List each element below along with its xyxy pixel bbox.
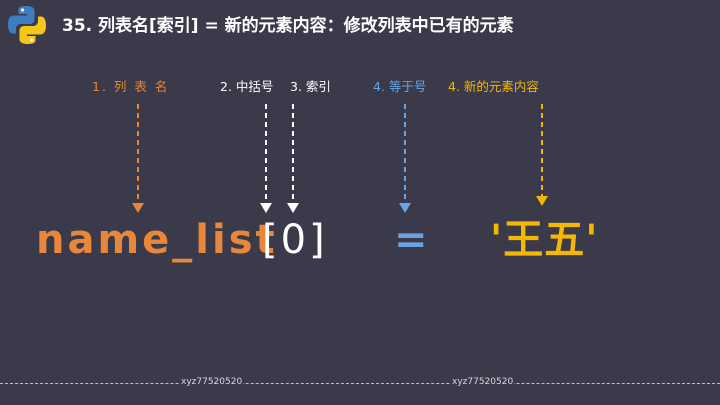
footer-divider bbox=[0, 383, 720, 384]
arrow-brackets bbox=[260, 104, 272, 213]
python-logo-icon bbox=[8, 6, 46, 44]
code-list-name: name_list bbox=[36, 217, 278, 263]
label-brackets: 2. 中括号 bbox=[220, 79, 274, 94]
label-new-content: 4. 新的元素内容 bbox=[448, 79, 539, 94]
label-equals: 4. 等于号 bbox=[373, 79, 427, 94]
arrow-equals bbox=[399, 104, 411, 213]
code-equals: = bbox=[394, 217, 428, 263]
watermark-right: xyz77520520 bbox=[451, 377, 515, 387]
slide-title: 35. 列表名[索引] = 新的元素内容：修改列表中已有的元素 bbox=[62, 16, 514, 36]
watermark-left: xyz77520520 bbox=[180, 377, 244, 387]
label-list-name: 1. 列 表 名 bbox=[92, 79, 170, 94]
arrow-list-name bbox=[132, 104, 144, 213]
arrow-new-content bbox=[536, 104, 548, 206]
code-new-value: '王五' bbox=[490, 217, 599, 263]
label-index: 3. 索引 bbox=[290, 79, 331, 94]
code-bracket-index: [0] bbox=[262, 217, 328, 263]
arrow-index bbox=[287, 104, 299, 213]
